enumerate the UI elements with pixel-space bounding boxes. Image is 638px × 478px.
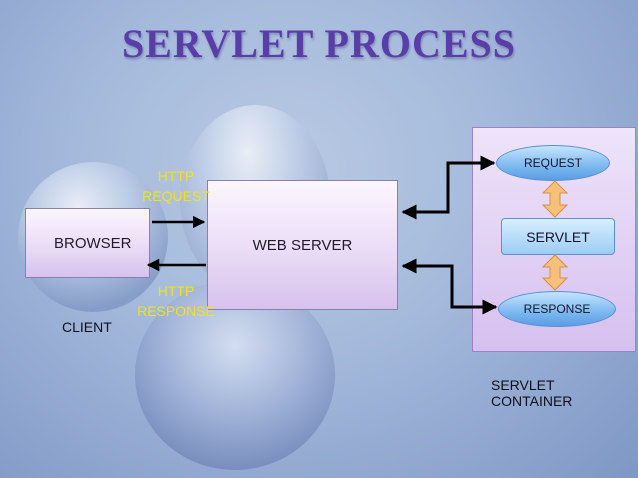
servlet-box: SERVLET <box>501 218 615 255</box>
request-ellipse: REQUEST <box>496 145 610 181</box>
decorative-sphere-lower <box>135 280 335 470</box>
request-ellipse-label: REQUEST <box>523 156 582 170</box>
http-request-line2: REQUEST <box>142 188 210 204</box>
http-request-line1: HTTP <box>157 168 195 184</box>
response-ellipse: RESPONSE <box>498 291 616 327</box>
browser-box: BROWSER <box>25 208 150 278</box>
client-label: CLIENT <box>62 319 112 335</box>
request-connector-arrow <box>401 155 496 220</box>
http-response-line2: RESPONSE <box>137 303 215 319</box>
servlet-response-double-arrow <box>541 254 569 291</box>
response-ellipse-label: RESPONSE <box>523 302 591 316</box>
http-request-label: HTTP REQUEST <box>136 166 216 206</box>
web-server-box: WEB SERVER <box>207 180 398 310</box>
request-servlet-double-arrow <box>541 180 569 218</box>
page-title: SERVLET PROCESS <box>121 21 517 66</box>
response-connector-arrow <box>401 258 498 315</box>
http-response-label: HTTP RESPONSE <box>134 281 218 321</box>
browser-label: BROWSER <box>54 234 132 252</box>
servlet-container-label: SERVLET CONTAINER <box>491 377 573 409</box>
http-response-line1: HTTP <box>157 283 195 299</box>
web-server-label: WEB SERVER <box>252 236 353 254</box>
servlet-label: SERVLET <box>526 228 590 245</box>
